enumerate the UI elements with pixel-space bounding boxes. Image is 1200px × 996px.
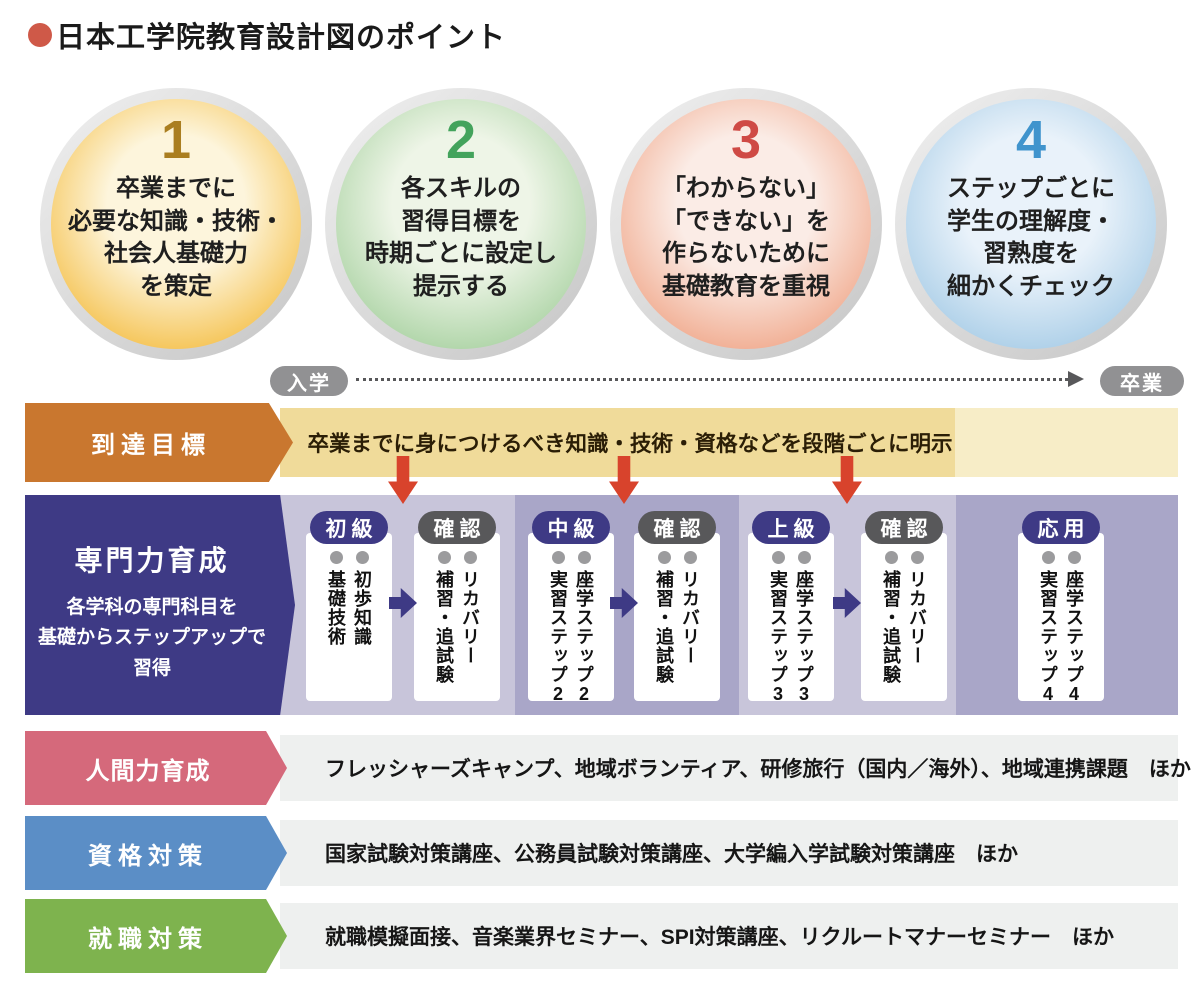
item-dot-icon (437, 551, 451, 564)
check-pill: 確認 (638, 511, 716, 544)
human-skill-text: フレッシャーズキャンプ、地域ボランティア、研修旅行（国内／海外）、地域連携課題 … (325, 758, 1191, 781)
card-items: リカバリー 補習・追試験 (634, 551, 720, 684)
item-dot-icon (657, 551, 671, 564)
step-card-advanced: 上級 座学ステップ3 実習ステップ3 (748, 511, 834, 705)
check-pill: 確認 (418, 511, 496, 544)
card-item: 実習ステップ2 (548, 551, 568, 705)
card-item: 補習・追試験 (434, 551, 454, 684)
card-item: 実習ステップ3 (768, 551, 788, 705)
goal-band-light (955, 408, 1178, 477)
item-dot-icon (884, 551, 898, 564)
item-dot-icon (551, 551, 565, 564)
card-item: 補習・追試験 (881, 551, 901, 684)
card-item: 座学ステップ2 (574, 551, 594, 705)
specialty-label-subtext: 各学科の専門科目を 基礎からステップアップで 習得 (37, 597, 266, 679)
item-dot-icon (1067, 551, 1081, 564)
card-item: 初歩知識 (352, 551, 372, 646)
item-dot-icon (797, 551, 811, 564)
point-text: 卒業までに 必要な知識・技術・ 社会人基礎力 を策定 (68, 175, 284, 300)
point-circle-2-inner: 2 各スキルの 習得目標を 時期ごとに設定し 提示する (336, 99, 586, 349)
check-pill: 確認 (865, 511, 943, 544)
level-pill: 中級 (532, 511, 610, 544)
point-number: 2 (445, 110, 477, 170)
page-title-text: 日本工学院教育設計図のポイント (56, 22, 507, 54)
timeline-arrowhead-icon (1068, 371, 1084, 387)
step-card-check-2: 確認 リカバリー 補習・追試験 (634, 511, 720, 701)
bullet-dot-icon (28, 23, 52, 47)
item-dot-icon (329, 551, 343, 564)
point-number: 4 (1015, 110, 1047, 170)
employment-label-arrow: 就職対策 (25, 899, 287, 973)
card-items: リカバリー 補習・追試験 (861, 551, 947, 684)
step-card-intermediate: 中級 座学ステップ2 実習ステップ2 (528, 511, 614, 705)
point-circle-1: 1 卒業までに 必要な知識・技術・ 社会人基礎力 を策定 (40, 88, 312, 360)
level-pill: 応用 (1022, 511, 1100, 544)
card-item: 座学ステップ4 (1064, 551, 1084, 705)
graduation-pill: 卒業 (1100, 366, 1184, 396)
point-circle-2: 2 各スキルの 習得目標を 時期ごとに設定し 提示する (325, 88, 597, 360)
card-item: 座学ステップ3 (794, 551, 814, 705)
timeline-dotted-line (356, 378, 1068, 381)
step-card-applied: 応用 座学ステップ4 実習ステップ4 (1018, 511, 1104, 705)
item-dot-icon (771, 551, 785, 564)
level-pill: 上級 (752, 511, 830, 544)
goal-band-text: 卒業までに身につけるべき知識・技術・資格などを段階ごとに明示 (307, 432, 953, 456)
card-item: 補習・追試験 (654, 551, 674, 684)
point-number: 3 (730, 110, 762, 170)
item-dot-icon (355, 551, 369, 564)
point-number: 1 (160, 110, 192, 170)
card-items: 座学ステップ3 実習ステップ3 (748, 551, 834, 705)
card-item: 基礎技術 (326, 551, 346, 646)
card-item: リカバリー (680, 551, 700, 684)
item-dot-icon (463, 551, 477, 564)
step-card-beginner: 初級 初歩知識 基礎技術 (306, 511, 392, 701)
point-circle-1-inner: 1 卒業までに 必要な知識・技術・ 社会人基礎力 を策定 (51, 99, 301, 349)
item-dot-icon (683, 551, 697, 564)
point-text: ステップごとに 学生の理解度・ 習熟度を 細かくチェック (947, 175, 1115, 300)
point-circle-3-inner: 3 「わからない」 「できない」を 作らないために 基礎教育を重視 (621, 99, 871, 349)
employment-text: 就職模擬面接、音楽業界セミナー、SPI対策講座、リクルートマナーセミナー ほか (325, 926, 1115, 949)
item-dot-icon (1041, 551, 1055, 564)
page-title: 日本工学院教育設計図のポイント (28, 14, 506, 56)
specialty-label-arrow: 専門力育成 各学科の専門科目を 基礎からステップアップで 習得 (25, 495, 295, 715)
item-dot-icon (577, 551, 591, 564)
level-pill: 初級 (310, 511, 388, 544)
card-item: リカバリー (460, 551, 480, 684)
step-card-check-1: 確認 リカバリー 補習・追試験 (414, 511, 500, 701)
card-items: 初歩知識 基礎技術 (306, 551, 392, 646)
employment-band (280, 903, 1178, 969)
human-skill-band (280, 735, 1178, 801)
qualification-text: 国家試験対策講座、公務員試験対策講座、大学編入学試験対策講座 ほか (325, 843, 1018, 866)
card-item: 実習ステップ4 (1038, 551, 1058, 705)
qualification-band (280, 820, 1178, 886)
point-text: 「わからない」 「できない」を 作らないために 基礎教育を重視 (662, 175, 830, 300)
step-card-check-3: 確認 リカバリー 補習・追試験 (861, 511, 947, 701)
card-items: リカバリー 補習・追試験 (414, 551, 500, 684)
point-text: 各スキルの 習得目標を 時期ごとに設定し 提示する (365, 175, 557, 300)
enrollment-pill: 入学 (270, 366, 348, 396)
goal-label-arrow: 到達目標 (25, 403, 293, 482)
qualification-label-arrow: 資格対策 (25, 816, 287, 890)
card-item: リカバリー (907, 551, 927, 684)
card-items: 座学ステップ4 実習ステップ4 (1018, 551, 1104, 705)
point-circle-4: 4 ステップごとに 学生の理解度・ 習熟度を 細かくチェック (895, 88, 1167, 360)
point-circle-3: 3 「わからない」 「できない」を 作らないために 基礎教育を重視 (610, 88, 882, 360)
specialty-label-title: 専門力育成 (74, 545, 230, 576)
human-skill-label-arrow: 人間力育成 (25, 731, 287, 805)
item-dot-icon (910, 551, 924, 564)
point-circle-4-inner: 4 ステップごとに 学生の理解度・ 習熟度を 細かくチェック (906, 99, 1156, 349)
card-items: 座学ステップ2 実習ステップ2 (528, 551, 614, 705)
